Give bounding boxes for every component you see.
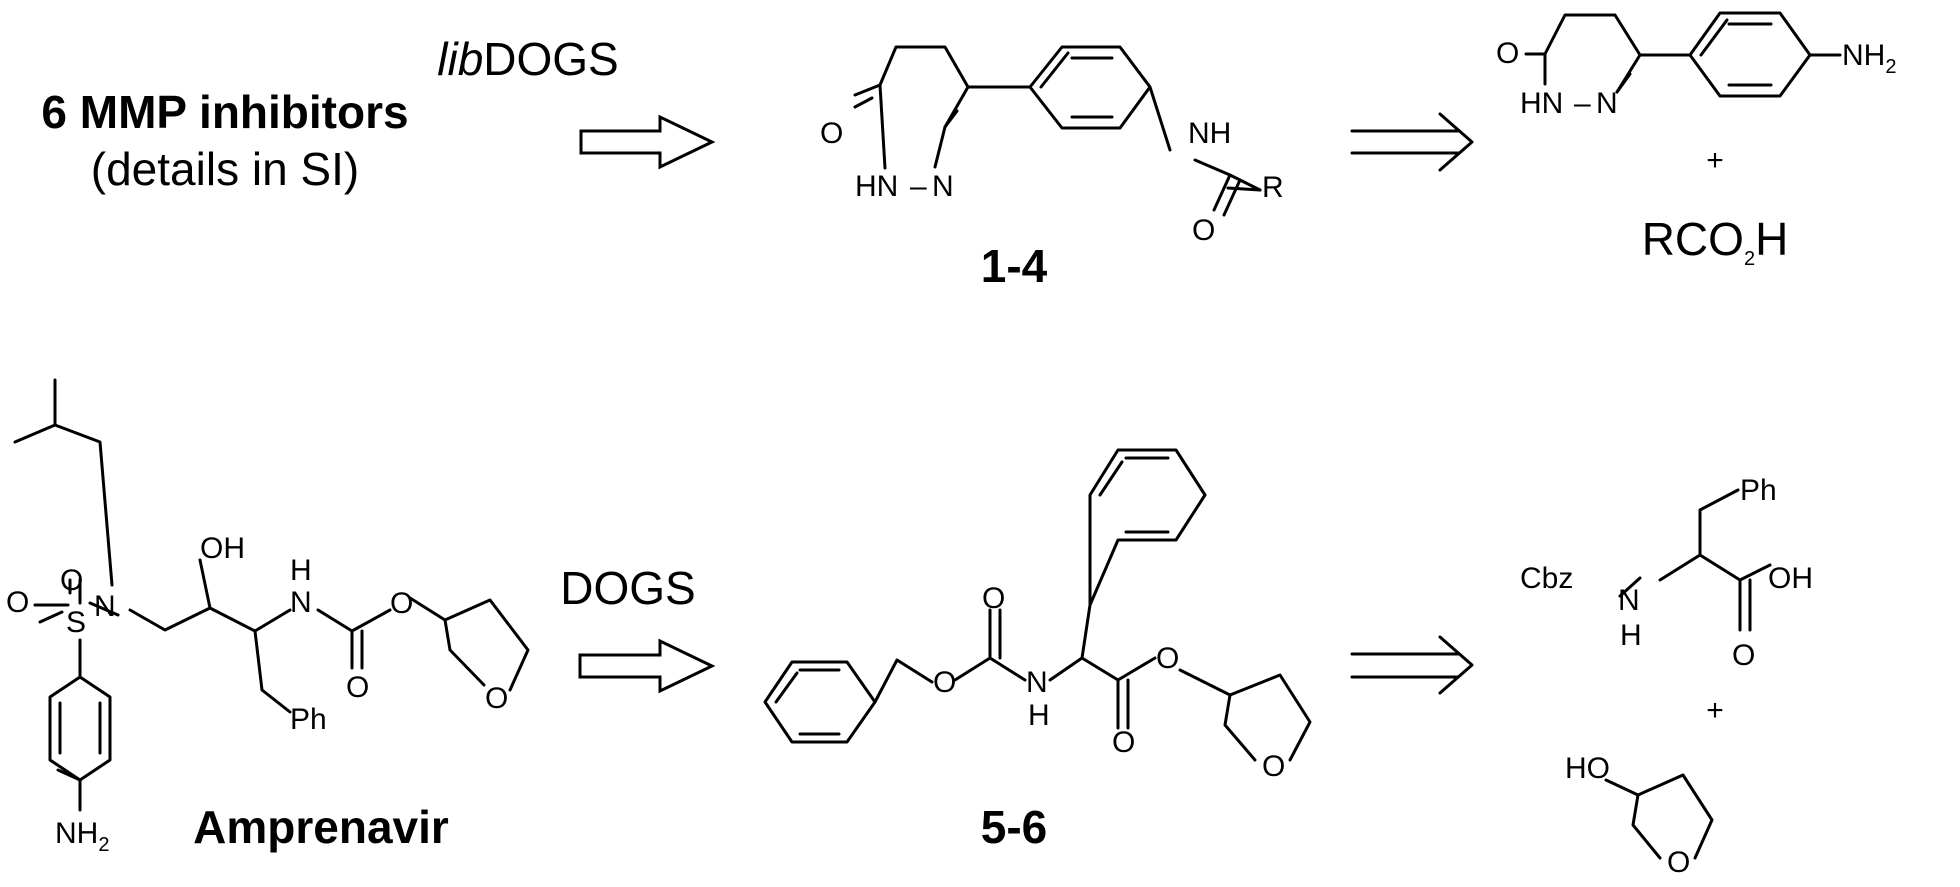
row1-heading-note: (details in SI) bbox=[91, 143, 359, 195]
product-ring-N: N bbox=[932, 170, 954, 203]
frag-H: H bbox=[1620, 619, 1642, 652]
row1-method-label: libDOGS bbox=[437, 33, 619, 85]
row2-retro-arrow bbox=[1350, 635, 1474, 695]
row1-product-structure bbox=[853, 45, 1262, 217]
frag-Cbz: Cbz bbox=[1520, 562, 1573, 595]
row2-alcohol-structure bbox=[1604, 773, 1714, 860]
prod56-carbonyl-O1: O bbox=[982, 582, 1005, 615]
amp-N: N bbox=[94, 590, 116, 623]
amine-ring-dash: – bbox=[1574, 87, 1591, 120]
row2-method-arrow bbox=[578, 638, 716, 694]
amp-H: H bbox=[290, 554, 312, 587]
row2-start-label: Amprenavir bbox=[193, 801, 449, 853]
amp-NH2: NH2 bbox=[55, 817, 109, 856]
amp-ring-O: O bbox=[485, 682, 508, 715]
amine-ring-N: N bbox=[1596, 87, 1618, 120]
prod56-carbonyl-O2: O bbox=[1112, 726, 1135, 759]
amp-Ph: Ph bbox=[290, 703, 327, 736]
prod56-ring-O: O bbox=[1262, 750, 1285, 783]
row2-product-structure bbox=[763, 448, 1312, 762]
amine-hn: HN bbox=[1520, 87, 1563, 120]
row1-amine-structure bbox=[1524, 11, 1842, 98]
row1-product-label: 1-4 bbox=[981, 240, 1048, 292]
product-ring-dash: – bbox=[910, 170, 927, 203]
product-amide-NH: NH bbox=[1188, 117, 1231, 150]
amp-carbonyl-O: O bbox=[346, 671, 369, 704]
amprenavir-structure bbox=[13, 378, 530, 812]
row1-retro-arrow bbox=[1350, 112, 1474, 172]
row2-plus: + bbox=[1706, 694, 1724, 727]
frag-Ph: Ph bbox=[1740, 474, 1777, 507]
row1-method-arrow bbox=[579, 114, 716, 170]
product-hn: HN bbox=[855, 170, 898, 203]
frag-N: N bbox=[1618, 584, 1640, 617]
amp-N2: N bbox=[290, 586, 312, 619]
frag-OH: OH bbox=[1768, 562, 1813, 595]
amine-oxo-O: O bbox=[1496, 37, 1519, 70]
prod56-ester-O2: O bbox=[1156, 642, 1179, 675]
row1-acid: RCO2H bbox=[1642, 213, 1789, 270]
prod56-ester-O1: O bbox=[933, 666, 956, 699]
row1-plus: + bbox=[1706, 144, 1724, 177]
prod56-N: N bbox=[1026, 666, 1048, 699]
frag-HO: HO bbox=[1565, 752, 1610, 785]
amine-NH2: NH2 bbox=[1842, 39, 1896, 78]
product-oxo-O: O bbox=[820, 117, 843, 150]
row2-product-label: 5-6 bbox=[981, 801, 1047, 853]
frag-ring-O: O bbox=[1667, 846, 1690, 879]
row2-method-label: DOGS bbox=[560, 562, 695, 614]
row1-heading: 6 MMP inhibitors bbox=[41, 86, 408, 138]
prod56-H: H bbox=[1028, 699, 1050, 732]
amp-OH: OH bbox=[200, 532, 245, 565]
amp-O-top: O bbox=[60, 564, 83, 597]
amp-O-left: O bbox=[6, 586, 29, 619]
amp-S: S bbox=[66, 606, 86, 639]
product-carbonyl-O: O bbox=[1192, 214, 1215, 247]
frag-carbonyl-O: O bbox=[1732, 639, 1755, 672]
product-R: R bbox=[1262, 171, 1284, 204]
row2-acid-structure bbox=[1618, 488, 1772, 632]
amp-carbamate-O: O bbox=[390, 587, 413, 620]
